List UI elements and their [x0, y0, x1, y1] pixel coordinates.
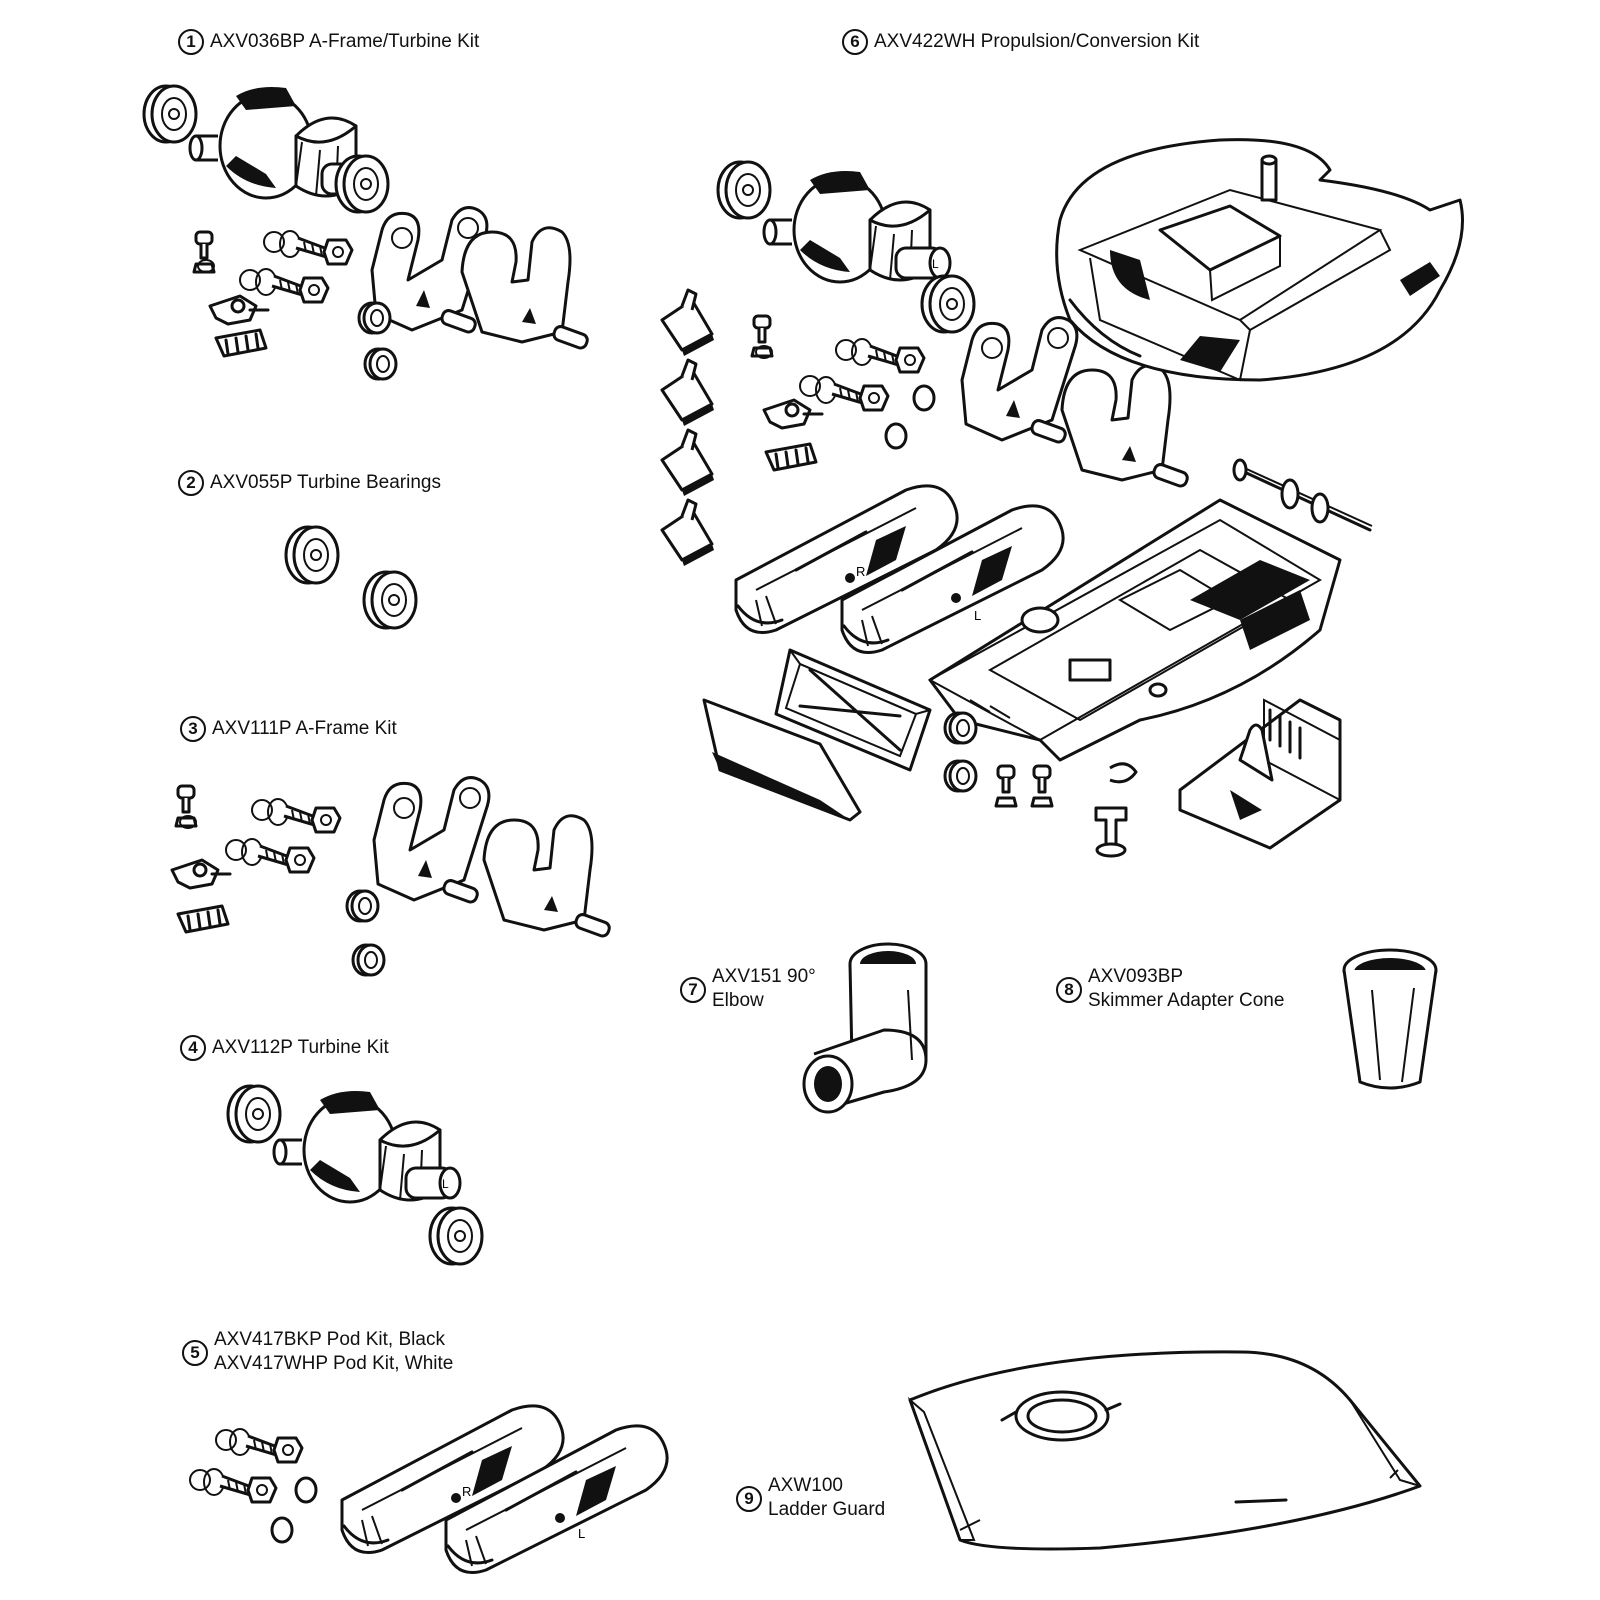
kit-6-title: AXV422WH Propulsion/Conversion Kit: [874, 31, 1200, 52]
kit-2-number: 2: [178, 470, 204, 496]
kit-5-title-white: AXV417WHP Pod Kit, White: [214, 1353, 454, 1374]
kit-3-number: 3: [180, 716, 206, 742]
kit-8-label: 8 AXV093BP Skimmer Adapter Cone: [1056, 965, 1284, 1013]
kit-7-subtitle: Elbow: [712, 990, 764, 1011]
kit-2-label: 2 AXV055P Turbine Bearings: [178, 470, 441, 496]
pod-letter-right-6: R: [856, 564, 865, 579]
kit-4-number: 4: [180, 1035, 206, 1061]
kit-3-title: AXV111P A-Frame Kit: [212, 718, 397, 739]
kit-8-title: AXV093BP: [1088, 966, 1184, 987]
kit-8-art: [1342, 948, 1438, 1090]
kit-3-label: 3 AXV111P A-Frame Kit: [180, 716, 397, 742]
kit-6-number: 6: [842, 29, 868, 55]
kit-7-art: [802, 942, 928, 1114]
kit-5-number: 5: [182, 1340, 208, 1366]
kit-9-art: [907, 1350, 1422, 1551]
kit-2-title: AXV055P Turbine Bearings: [210, 472, 441, 493]
kit-1-art: [142, 84, 591, 381]
kit-1-title: AXV036BP A-Frame/Turbine Kit: [210, 31, 480, 52]
kit-5-title-black: AXV417BKP Pod Kit, Black: [214, 1329, 445, 1350]
kit-4-label: 4 AXV112P Turbine Kit: [180, 1035, 389, 1061]
kit-4-art: [226, 1084, 484, 1266]
kit-5-label: 5 AXV417BKP Pod Kit, Black AXV417WHP Pod…: [182, 1328, 453, 1376]
pod-letter-right: R: [462, 1484, 471, 1499]
kit-6-art: R L: [660, 138, 1464, 858]
kit-7-number: 7: [680, 977, 706, 1003]
kit-9-label: 9 AXW100 Ladder Guard: [736, 1474, 885, 1522]
kit-3-art: [170, 776, 613, 977]
kit-9-number: 9: [736, 1486, 762, 1512]
pod-letter-left: L: [578, 1526, 585, 1541]
kit-1-number: 1: [178, 29, 204, 55]
kit-7-label: 7 AXV151 90° Elbow: [680, 965, 816, 1013]
kit-4-title: AXV112P Turbine Kit: [212, 1037, 389, 1058]
kit-1-label: 1 AXV036BP A-Frame/Turbine Kit: [178, 29, 480, 55]
kit-9-subtitle: Ladder Guard: [768, 1499, 886, 1520]
kit-8-number: 8: [1056, 977, 1082, 1003]
kit-2-art: [284, 525, 418, 630]
kit-9-title: AXW100: [768, 1475, 843, 1496]
kit-8-subtitle: Skimmer Adapter Cone: [1088, 990, 1285, 1011]
kit-6-label: 6 AXV422WH Propulsion/Conversion Kit: [842, 29, 1200, 55]
kit-7-title: AXV151 90°: [712, 966, 816, 987]
kit-5-art: R L: [189, 1404, 669, 1574]
pod-letter-left-6: L: [974, 608, 981, 623]
